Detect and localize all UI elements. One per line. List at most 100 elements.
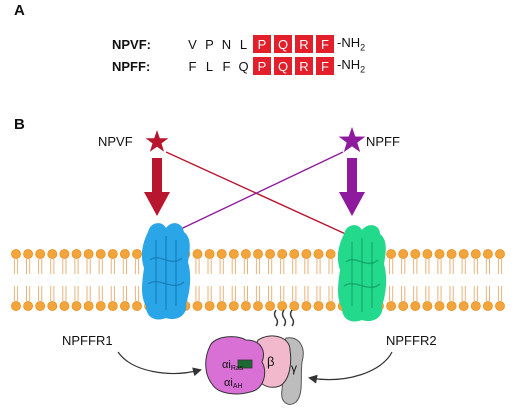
highlighted-residue: Q bbox=[273, 56, 293, 76]
highlighted-residue: Q bbox=[273, 34, 293, 54]
lipid-head bbox=[11, 301, 21, 311]
lipid-head bbox=[35, 249, 46, 259]
npvf-arrow-down bbox=[144, 158, 170, 216]
highlighted-residue: R bbox=[294, 56, 314, 76]
npffr2-to-gprotein-arrow bbox=[308, 351, 393, 384]
lipid-head bbox=[398, 249, 409, 259]
lipid-head bbox=[228, 249, 239, 259]
lipid-head bbox=[434, 301, 445, 311]
lipid-head bbox=[289, 249, 300, 259]
lipid-head bbox=[95, 301, 106, 311]
lipid-head bbox=[301, 249, 312, 259]
npffr1-to-gprotein-arrow bbox=[117, 351, 202, 377]
lipid-head bbox=[470, 249, 481, 259]
highlighted-residue: F bbox=[315, 34, 335, 54]
panel-b-label: B bbox=[14, 116, 25, 133]
g-alpha-ah-label: αiAH bbox=[224, 377, 243, 390]
lipid-head bbox=[132, 301, 142, 311]
residue: Q bbox=[238, 58, 249, 74]
lipid-head bbox=[482, 301, 493, 311]
sequence-name: NPFF: bbox=[112, 58, 151, 74]
g-gamma-label: γ bbox=[291, 361, 297, 375]
lipid-head bbox=[277, 301, 288, 311]
lipid-head bbox=[458, 301, 469, 311]
lipid-head bbox=[204, 249, 215, 259]
lipid-head bbox=[35, 301, 46, 311]
lipid-head bbox=[434, 249, 445, 259]
lipid-head bbox=[313, 249, 324, 259]
lipid-head bbox=[71, 249, 82, 259]
lipid-head bbox=[192, 249, 203, 259]
npvf-label: NPVF bbox=[98, 134, 133, 149]
residue: N bbox=[221, 36, 232, 52]
lipid-head bbox=[192, 301, 203, 311]
lipid-head bbox=[107, 301, 118, 311]
lipid-head bbox=[240, 301, 251, 311]
lipid-head bbox=[422, 249, 433, 259]
lipid-head bbox=[216, 249, 227, 259]
lipid-head bbox=[458, 249, 469, 259]
highlighted-residue: R bbox=[294, 34, 314, 54]
g-protein-complex bbox=[205, 309, 304, 405]
lipid-head bbox=[495, 249, 505, 259]
lipid-head bbox=[47, 249, 58, 259]
lipid-head bbox=[83, 249, 94, 259]
lipid-head bbox=[410, 249, 421, 259]
lipid-head bbox=[204, 301, 215, 311]
highlighted-residue: P bbox=[252, 56, 272, 76]
lipid-head bbox=[71, 301, 82, 311]
lipid-head bbox=[23, 249, 33, 259]
amide-tail: -NH2 bbox=[337, 35, 366, 53]
residue: V bbox=[188, 36, 197, 52]
lipid-head bbox=[253, 249, 263, 259]
lipid-head bbox=[107, 249, 118, 259]
lipid-head bbox=[301, 301, 312, 311]
lipid-head bbox=[253, 301, 263, 311]
sequence-row-npff: NPFF: F L F Q P Q R F -NH2 bbox=[112, 56, 365, 76]
sequence-name: NPVF: bbox=[112, 36, 151, 52]
amide-tail: -NH2 bbox=[337, 57, 366, 75]
residue: F bbox=[222, 58, 231, 74]
highlighted-residue: F bbox=[315, 56, 335, 76]
lipid-head bbox=[120, 249, 130, 259]
lipid-head bbox=[289, 301, 300, 311]
lipid-head bbox=[240, 249, 251, 259]
highlighted-residue: P bbox=[252, 34, 272, 54]
lipid-head bbox=[398, 301, 409, 311]
panel-a-label: A bbox=[14, 2, 25, 19]
npvf-to-npffr2-arrow bbox=[165, 151, 352, 238]
lipid-head bbox=[495, 301, 505, 311]
residue: P bbox=[205, 36, 214, 52]
residue: L bbox=[239, 36, 248, 52]
lipid-head bbox=[482, 249, 493, 259]
npffr1-label: NPFFR1 bbox=[62, 333, 113, 348]
lipid-head bbox=[422, 301, 433, 311]
sequence-row-npvf: NPVF: V P N L P Q R F -NH2 bbox=[112, 34, 365, 54]
lipid-head bbox=[410, 301, 421, 311]
npvf-ligand-star-icon bbox=[145, 130, 169, 152]
lipid-head bbox=[23, 301, 33, 311]
lipid-head bbox=[265, 301, 275, 311]
residue: F bbox=[188, 58, 197, 74]
lipid-head bbox=[446, 249, 457, 259]
npff-arrow-down bbox=[339, 158, 365, 216]
lipid-head bbox=[470, 301, 481, 311]
lipid-head bbox=[95, 249, 106, 259]
npffr1-receptor bbox=[141, 223, 191, 320]
lipid-head bbox=[386, 249, 396, 259]
lipid-head bbox=[47, 301, 58, 311]
lipid-head bbox=[265, 249, 275, 259]
residue: L bbox=[205, 58, 214, 74]
lipid-head bbox=[216, 301, 227, 311]
lipid-head bbox=[277, 249, 288, 259]
lipid-head bbox=[11, 249, 21, 259]
lipid-head bbox=[228, 301, 239, 311]
lipid-head bbox=[446, 301, 457, 311]
lipid-head bbox=[132, 249, 142, 259]
npffr2-receptor bbox=[337, 225, 387, 322]
lipid-bilayer bbox=[11, 249, 505, 311]
lipid-head bbox=[83, 301, 94, 311]
npff-label: NPFF bbox=[366, 134, 400, 149]
npff-ligand-star-icon bbox=[338, 127, 366, 153]
